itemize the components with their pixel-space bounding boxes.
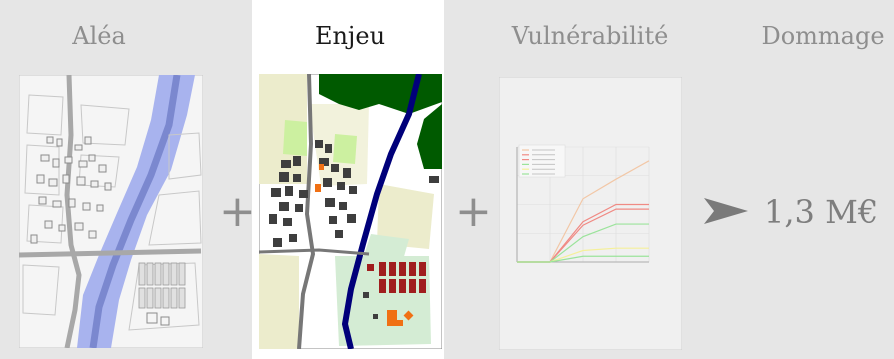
- series-line: [517, 255, 649, 263]
- stake-map: [259, 74, 442, 349]
- arrow-right-icon: [704, 198, 748, 224]
- hazard-map: [19, 75, 203, 348]
- vulnerability-chart: [499, 77, 682, 350]
- damage-result: 1,3 M€: [764, 193, 879, 231]
- damage-heading: Dommage: [761, 22, 885, 50]
- chart-legend: [518, 144, 566, 178]
- vulnerability-heading: Vulnérabilité: [511, 22, 669, 50]
- plus-icon: +: [455, 186, 492, 237]
- plus-icon: +: [219, 186, 256, 237]
- hazard-heading: Aléa: [72, 22, 126, 50]
- chart-background: [499, 77, 682, 350]
- stake-heading: Enjeu: [314, 22, 386, 50]
